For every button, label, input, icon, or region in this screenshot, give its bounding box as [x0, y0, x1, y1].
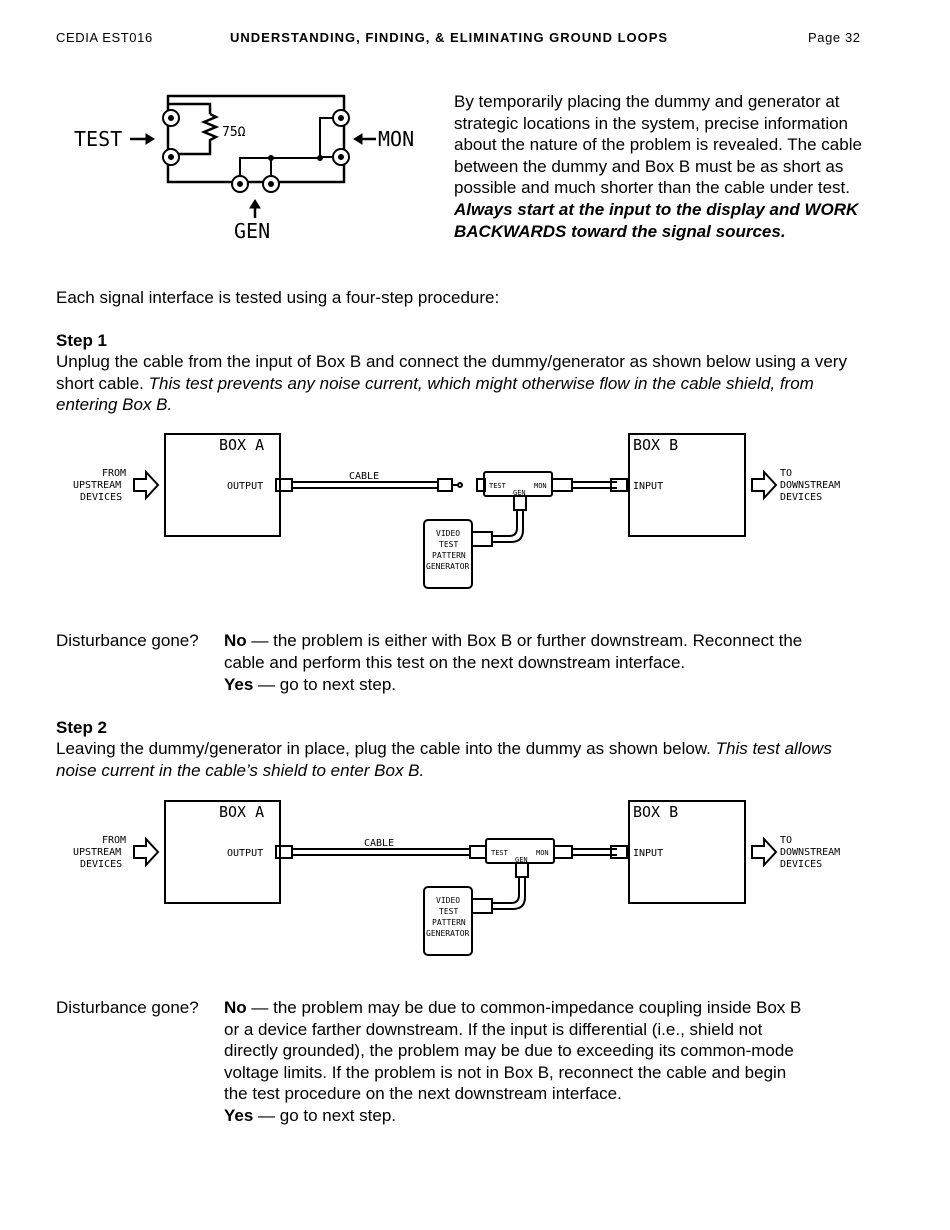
to-line-3: DEVICES [780, 859, 822, 870]
dummy-mon-label: MON [378, 127, 414, 151]
result1-no-line1: No — the problem is either with Box B or… [224, 630, 802, 652]
dummy-gen-label: GEN [515, 856, 528, 864]
box-a-label: BOX A [219, 436, 264, 454]
from-line-1: FROM [102, 468, 126, 479]
step1-italic: This test prevents any noise current, wh… [56, 373, 814, 415]
generator-line-2: TEST [439, 907, 458, 916]
dummy-test-label: TEST [491, 849, 509, 857]
result2-no-line1: No — the problem may be due to common-im… [224, 997, 801, 1019]
system-diagram-step1: BOX A BOX B OUTPUT INPUT CABLE TEST MON … [73, 433, 840, 589]
result2-no-line3: directly grounded), the problem may be d… [224, 1041, 794, 1060]
result1-no-text: — the problem is either with Box B or fu… [246, 631, 803, 650]
step2-paragraph: Leaving the dummy/generator in place, pl… [56, 738, 861, 781]
output-label: OUTPUT [227, 481, 263, 492]
result1-yes-label: Yes [224, 675, 254, 694]
result2-no-label: No [224, 998, 247, 1017]
from-line-2: UPSTREAM [73, 847, 121, 858]
from-line-3: DEVICES [80, 859, 122, 870]
box-b-label: BOX B [633, 803, 678, 821]
header-page-number: Page 32 [808, 30, 861, 45]
result2-no-line2: or a device farther downstream. If the i… [224, 1020, 763, 1039]
to-line-3: DEVICES [780, 492, 822, 503]
box-b-label: BOX B [633, 436, 678, 454]
dummy-gen-label: GEN [513, 489, 526, 497]
procedure-intro: Each signal interface is tested using a … [56, 288, 500, 307]
generator-line-4: GENERATOR [426, 562, 470, 571]
dummy-mon-label: MON [534, 482, 547, 490]
generator-line-1: VIDEO [436, 896, 460, 905]
result2-yes: Yes — go to next step. [224, 1105, 396, 1127]
input-label: INPUT [633, 848, 663, 859]
result2-no-line5: the test procedure on the next downstrea… [224, 1084, 622, 1103]
to-line-2: DOWNSTREAM [780, 847, 840, 858]
result1-question: Disturbance gone? [56, 631, 199, 650]
from-line-2: UPSTREAM [73, 480, 121, 491]
result2-no-line4: voltage limits. If the problem is not in… [224, 1063, 787, 1082]
output-label: OUTPUT [227, 848, 263, 859]
dummy-resistor-label: 75Ω [222, 125, 246, 140]
step2-title: Step 2 [56, 718, 108, 737]
dummy-test-label: TEST [489, 482, 507, 490]
generator-line-1: VIDEO [436, 529, 460, 538]
result1-no-label: No [224, 631, 247, 650]
dummy-gen-label: GEN [234, 219, 270, 243]
dummy-mon-label: MON [536, 849, 549, 857]
to-line-1: TO [780, 468, 792, 479]
cable-label: CABLE [364, 838, 394, 849]
from-line-3: DEVICES [80, 492, 122, 503]
generator-line-3: PATTERN [432, 918, 466, 927]
intro-paragraph: By temporarily placing the dummy and gen… [454, 91, 874, 242]
step1-title: Step 1 [56, 331, 108, 350]
step2-italic: This test allows noise current in the ca… [56, 739, 832, 780]
from-line-1: FROM [102, 835, 126, 846]
dummy-test-label: TEST [74, 127, 122, 151]
to-line-2: DOWNSTREAM [780, 480, 840, 491]
header-title: UNDERSTANDING, FINDING, & ELIMINATING GR… [230, 30, 669, 45]
result2-question: Disturbance gone? [56, 998, 199, 1017]
generator-line-3: PATTERN [432, 551, 466, 560]
result1-yes: Yes — go to next step. [224, 674, 396, 696]
step2-text: Leaving the dummy/generator in place, pl… [56, 739, 711, 758]
intro-text: By temporarily placing the dummy and gen… [454, 92, 862, 198]
cable-label: CABLE [349, 471, 379, 482]
intro-emphasis: Always start at the input to the display… [454, 199, 859, 241]
result1-yes-text: — go to next step. [253, 675, 397, 694]
step1-paragraph: Unplug the cable from the input of Box B… [56, 351, 856, 416]
result2-yes-text: — go to next step. [253, 1106, 397, 1125]
result2-no-text: — the problem may be due to common-imped… [246, 998, 802, 1017]
generator-line-2: TEST [439, 540, 458, 549]
to-line-1: TO [780, 835, 792, 846]
result1-no-line2: cable and perform this test on the next … [224, 653, 686, 672]
header-doc-id: CEDIA EST016 [56, 30, 153, 45]
box-a-label: BOX A [219, 803, 264, 821]
dummy-diagram: TEST MON GEN 75Ω [74, 94, 414, 243]
result2-yes-label: Yes [224, 1106, 254, 1125]
system-diagram-step2: BOX A BOX B OUTPUT INPUT CABLE TEST MON … [73, 800, 840, 956]
generator-line-4: GENERATOR [426, 929, 470, 938]
input-label: INPUT [633, 481, 663, 492]
step1-text: Unplug the cable from the input of Box B… [56, 352, 847, 393]
